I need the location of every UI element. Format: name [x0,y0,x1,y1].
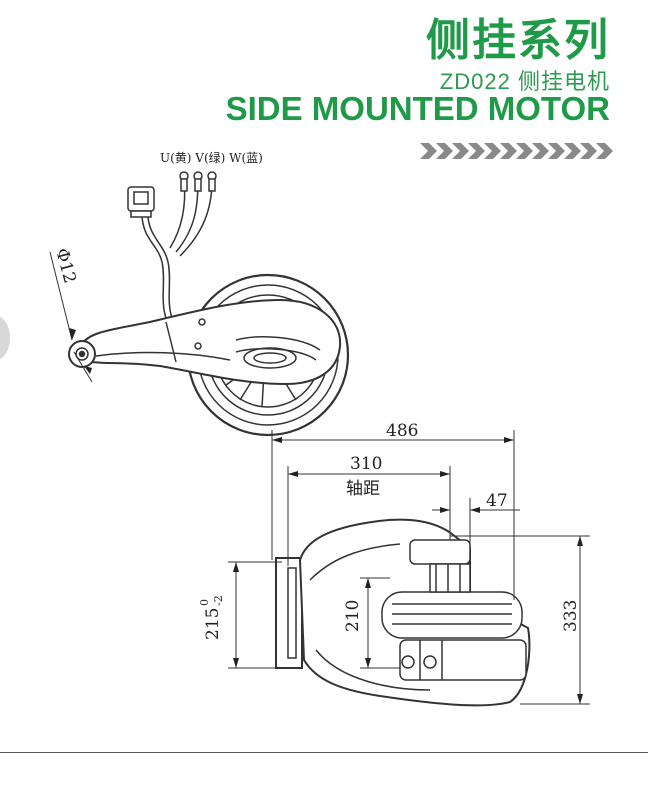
series-title: 侧挂系列 [426,15,610,66]
mount-bracket [275,557,303,669]
chevron-strip-icon [420,143,613,159]
pulley [381,591,523,639]
title-en: SIDE MOUNTED MOTOR [225,90,610,127]
motor-side-view [275,518,531,707]
bottom-divider [0,752,648,753]
dim-overall-length: 486 [386,421,418,441]
pivot-diameter-label: Φ12 [51,246,80,286]
dim-axle-distance: 310 [350,454,382,474]
dim-mount-height-group: 215 0 -2 [198,595,225,640]
dim-mount-height: 215 [203,608,223,640]
edge-shadow [0,316,10,360]
terminal-lugs [179,171,217,192]
dim-pulley-height: 210 [343,600,363,632]
dim-mount-tol-upper: 0 [198,599,211,606]
technical-drawing: U(黄) V(绿) W(蓝) [0,150,590,707]
connector-plug [127,186,155,218]
model-line: ZD022 侧挂电机 [439,69,610,94]
dim-offset: 47 [486,491,508,511]
dim-mount-tol-lower: -2 [212,595,225,606]
motor-top-view: U(黄) V(绿) W(蓝) [49,150,350,437]
phase-labels: U(黄) V(绿) W(蓝) [160,150,263,165]
dimension-lines [228,430,590,705]
dim-axle-distance-label: 轴距 [346,479,380,499]
dim-overall-height: 333 [561,600,581,632]
